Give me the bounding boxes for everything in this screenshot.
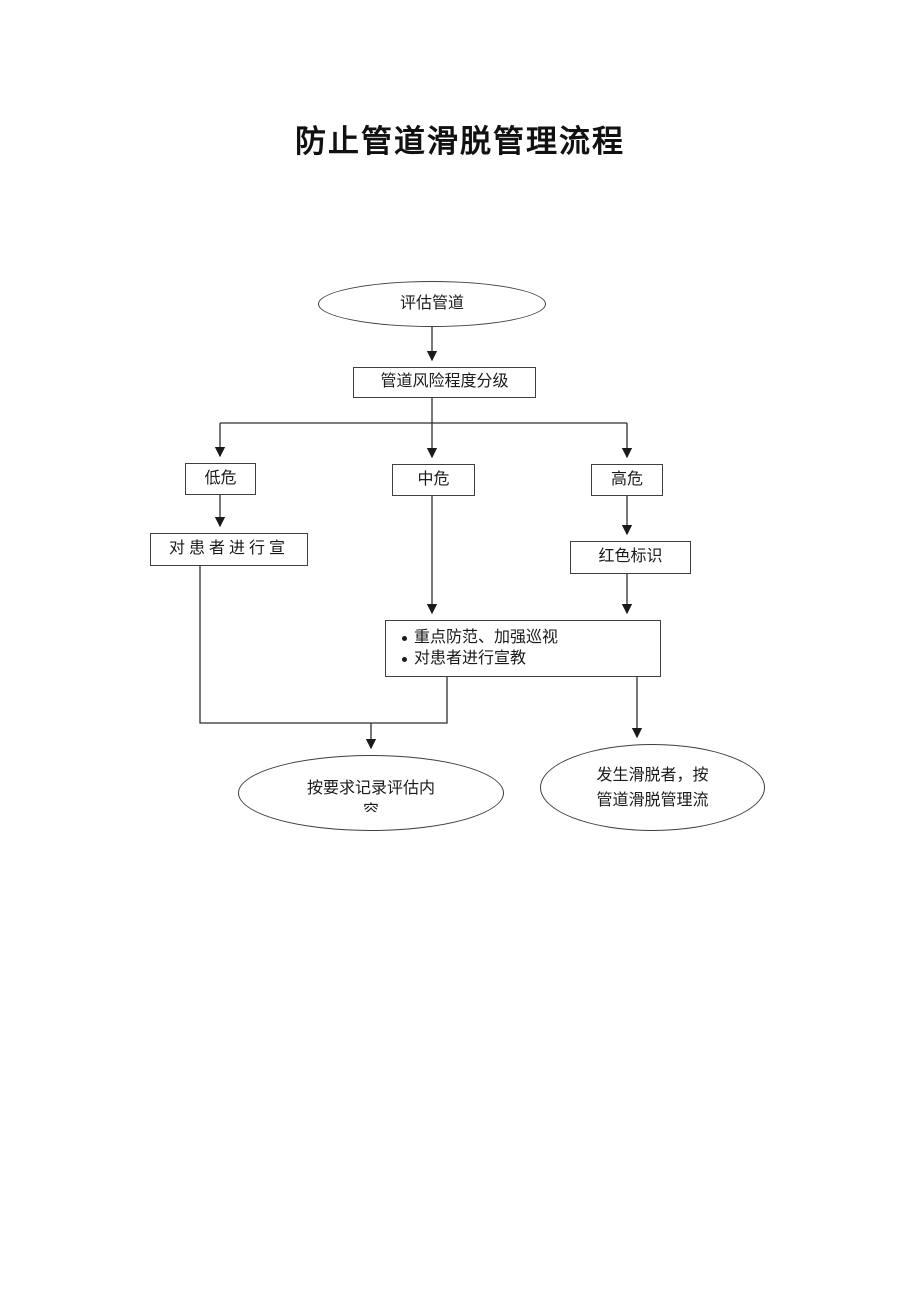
start-label: 评估管道: [399, 294, 464, 312]
low-risk-label: 低危: [204, 469, 237, 487]
patient-education-label: 对患者进行宣: [168, 540, 289, 558]
record-label-line1: 按要求记录评估内: [306, 780, 435, 797]
dislodgement-label-line1: 发生滑脱者，按: [596, 766, 709, 784]
medium-risk-label: 中危: [417, 470, 450, 488]
risk-classification-box: 管道风险程度分级: [353, 367, 536, 398]
low-risk-box: 低危: [185, 463, 256, 495]
prevention-bullet-item: 重点防范、加强巡视: [400, 628, 558, 649]
record-label-line2: 容: [362, 803, 379, 812]
high-risk-box: 高危: [591, 464, 663, 496]
dislodgement-label-line2: 管道滑脱管理流: [596, 791, 709, 809]
risk-classification-label: 管道风险程度分级: [380, 373, 509, 391]
prevention-bullet-item: 对患者进行宣教: [400, 649, 526, 670]
page-title: 防止管道滑脱管理流程: [295, 124, 625, 159]
red-label-box: 红色标识: [570, 541, 691, 574]
patient-education-box: 对患者进行宣: [150, 533, 308, 566]
red-label-label: 红色标识: [598, 548, 663, 566]
start-ellipse: 评估管道: [318, 281, 546, 327]
high-risk-label: 高危: [610, 470, 643, 488]
medium-risk-box: 中危: [392, 464, 475, 496]
prevention-box: 重点防范、加强巡视 对患者进行宣教: [385, 620, 661, 677]
dislodgement-ellipse: 发生滑脱者，按 管道滑脱管理流: [540, 744, 765, 831]
record-ellipse: 按要求记录评估内 容: [238, 755, 504, 831]
